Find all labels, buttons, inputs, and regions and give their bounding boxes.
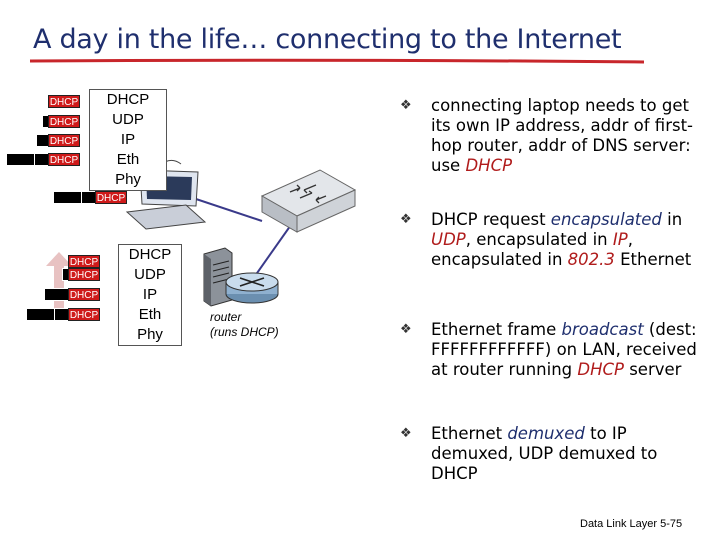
bullet-fragment: DHCP <box>577 360 624 379</box>
bullet-icon: ❖ <box>400 98 412 113</box>
stack-layer: Phy <box>137 326 163 343</box>
bullet-text-1: connecting laptop needs to get its own I… <box>431 96 701 176</box>
stack-layer: Eth <box>116 151 140 168</box>
stack-layer: IP <box>142 286 158 303</box>
router-packet-eth: DHCP <box>26 308 100 321</box>
bullet-fragment: Ethernet <box>614 250 692 269</box>
slide-footer: Data Link Layer 5-75 <box>580 518 683 530</box>
server-icon <box>203 247 233 307</box>
bullet-fragment: in <box>661 210 683 229</box>
bullet-fragment: Ethernet <box>431 424 508 443</box>
stack-layer: IP <box>120 131 136 148</box>
router-packet-ip: DHCP <box>44 288 100 301</box>
bullet-fragment: Ethernet frame <box>431 320 562 339</box>
bullet-icon: ❖ <box>400 212 412 227</box>
bullet-text-3: Ethernet frame broadcast (dest: FFFFFFFF… <box>431 320 701 380</box>
router-caption: router (runs DHCP) <box>210 310 279 339</box>
switch-icon <box>260 169 357 233</box>
bullet-fragment: demuxed <box>507 424 585 443</box>
stack-layer: DHCP <box>106 91 150 108</box>
bullet-fragment: to IP demuxed, UDP demuxed to DHCP <box>431 424 658 483</box>
laptop-packet-udp: DHCP <box>42 115 80 128</box>
title-underline <box>29 58 645 64</box>
stack-layer: UDP <box>134 266 166 283</box>
bullet-icon: ❖ <box>400 426 412 441</box>
stack-layer: Phy <box>115 171 141 188</box>
stack-layer: UDP <box>112 111 144 128</box>
bullet-fragment: DHCP <box>465 156 513 175</box>
router-protocol-stack: DHCP UDP IP Eth Phy <box>118 244 182 346</box>
router-packet-dhcp: DHCP <box>68 255 100 268</box>
bullet-text-2: DHCP request encapsulated in UDP, encaps… <box>431 210 701 270</box>
bullet-fragment: broadcast <box>561 320 644 339</box>
laptop-protocol-stack: DHCP UDP IP Eth Phy <box>89 89 167 191</box>
bullet-fragment: encapsulated <box>550 210 662 229</box>
bullet-fragment: 802.3 <box>567 250 615 269</box>
bullet-fragment: DHCP request <box>431 210 551 229</box>
bullet-fragment: (dest: FFFFFFFFFFFF) on LAN, received at… <box>431 320 697 379</box>
laptop-packet-eth: DHCP <box>6 153 80 166</box>
slide-title: A day in the life… connecting to the Int… <box>33 24 622 55</box>
stack-layer: Eth <box>138 306 162 323</box>
bullet-fragment: IP <box>612 230 628 249</box>
laptop-packet-dhcp: DHCP <box>48 95 80 108</box>
bullet-text-4: Ethernet demuxed to IP demuxed, UDP demu… <box>431 424 701 484</box>
laptop-packet-ip: DHCP <box>36 134 80 147</box>
router-packet-udp: DHCP <box>62 268 100 281</box>
stack-layer: DHCP <box>128 246 172 263</box>
bullet-fragment: server <box>623 360 682 379</box>
wire-packet: DHCP <box>53 191 127 204</box>
bullet-fragment: UDP <box>431 230 466 249</box>
bullet-fragment: connecting laptop needs to get its own I… <box>431 96 693 175</box>
bullet-fragment: , encapsulated in <box>431 230 633 269</box>
bullet-icon: ❖ <box>400 322 412 337</box>
bullet-fragment: , encapsulated in <box>465 230 613 249</box>
router-icon <box>225 272 279 304</box>
